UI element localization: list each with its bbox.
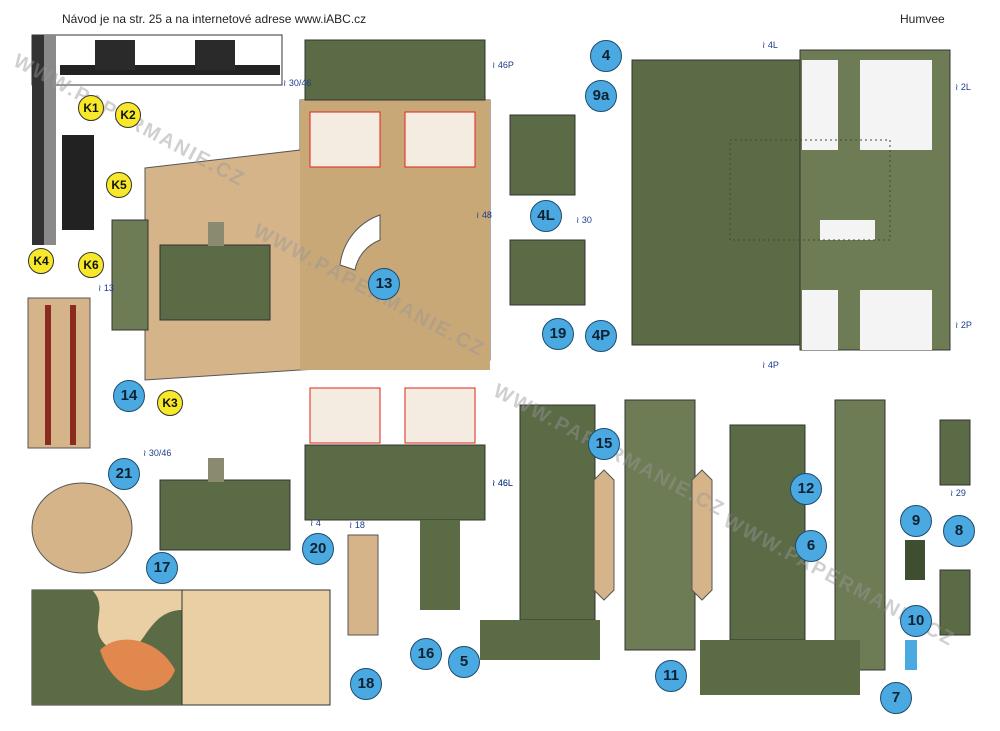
label-k4: K4	[28, 248, 54, 274]
fold-mark: ≀ 4	[310, 518, 321, 528]
part-21-boxes	[111, 219, 291, 551]
label-part-8: 8	[943, 515, 975, 547]
part-14-strips	[27, 297, 91, 449]
part-18-camo	[31, 589, 331, 706]
label-part-15: 15	[588, 428, 620, 460]
label-part-10: 10	[900, 605, 932, 637]
label-part-5: 5	[448, 646, 480, 678]
label-k5: K5	[106, 172, 132, 198]
fold-mark: ≀ 46P	[492, 60, 514, 70]
label-k1: K1	[78, 95, 104, 121]
label-part-9a: 9a	[585, 80, 617, 112]
model-title: Humvee	[900, 12, 945, 26]
part-bottom-bars	[347, 520, 860, 695]
part-4L-4P-boxes	[509, 114, 586, 306]
fold-mark: ≀ 18	[349, 520, 365, 530]
fold-mark: ≀ 46L	[492, 478, 513, 488]
part-doors	[304, 39, 486, 521]
label-part-4: 4	[590, 40, 622, 72]
label-part-12: 12	[790, 473, 822, 505]
fold-mark: ≀ 2P	[955, 320, 972, 330]
label-part-20: 20	[302, 533, 334, 565]
label-k3: K3	[157, 390, 183, 416]
fold-mark: ≀ 30/46	[143, 448, 172, 458]
instructions-text: Návod je na str. 25 a na internetové adr…	[62, 12, 367, 26]
label-part-4L: 4L	[530, 200, 562, 232]
part-k-rollbar	[31, 34, 283, 86]
label-part-17: 17	[146, 552, 178, 584]
label-part-11: 11	[655, 660, 687, 692]
part-17-disk	[31, 482, 133, 574]
fold-mark: ≀ 30	[576, 215, 592, 225]
fold-mark: ≀ 4L	[762, 40, 778, 50]
fold-mark: ≀ 2L	[955, 82, 971, 92]
label-part-14: 14	[113, 380, 145, 412]
label-part-21: 21	[108, 458, 140, 490]
label-part-16: 16	[410, 638, 442, 670]
fold-mark: ≀ 29	[950, 488, 966, 498]
label-part-18: 18	[350, 668, 382, 700]
part-4-roof	[631, 49, 951, 351]
label-part-7: 7	[880, 682, 912, 714]
label-k6: K6	[78, 252, 104, 278]
fold-mark: ≀ 30/46	[283, 78, 312, 88]
label-k2: K2	[115, 102, 141, 128]
fold-mark: ≀ 48	[476, 210, 492, 220]
part-k-strips	[32, 35, 94, 245]
label-part-6: 6	[795, 530, 827, 562]
label-part-19: 19	[542, 318, 574, 350]
fold-mark: ≀ 4P	[762, 360, 779, 370]
fold-mark: ≀ 13	[98, 283, 114, 293]
part-8-9-10	[905, 419, 971, 670]
label-part-13: 13	[368, 268, 400, 300]
fold-mark: ≀ 46L	[492, 478, 513, 488]
part-11-12-chassis	[519, 399, 886, 671]
label-part-9: 9	[900, 505, 932, 537]
label-part-4P: 4P	[585, 320, 617, 352]
